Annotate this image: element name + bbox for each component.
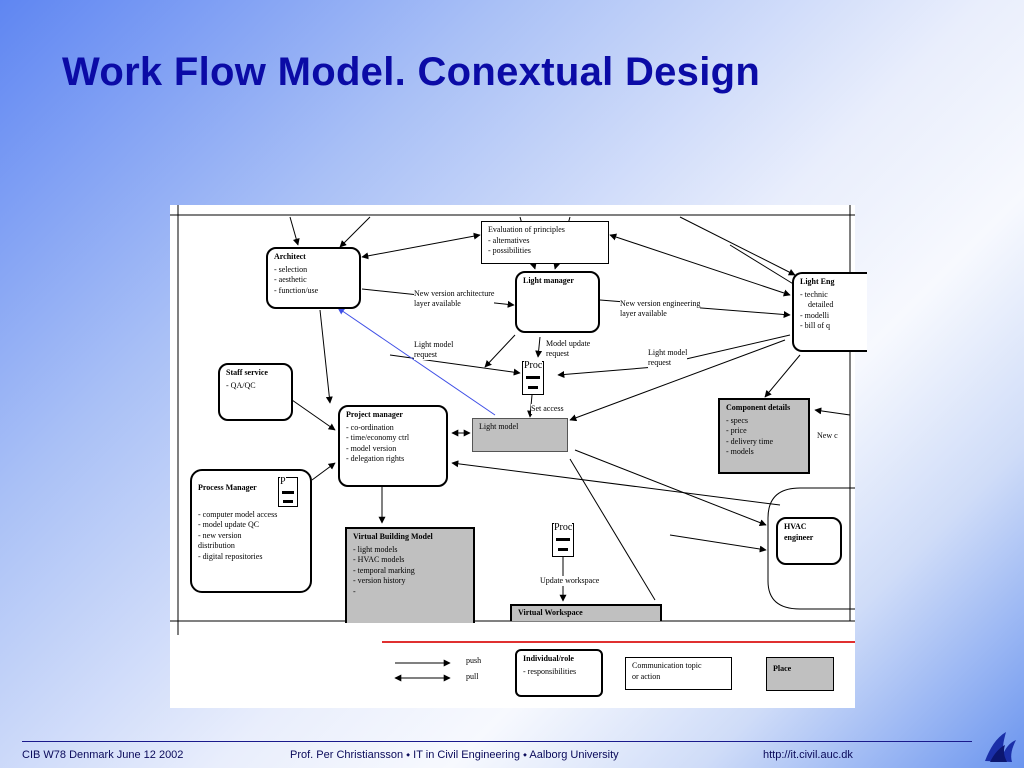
staff-service-title: Staff service <box>226 368 268 377</box>
process-manager-title: Process Manager <box>198 483 257 492</box>
architect-item: - aesthetic <box>274 275 307 284</box>
light-engineer-box: Light Eng - technic detailed - modelli -… <box>792 272 867 352</box>
virtual-building-model-item: - <box>353 586 356 596</box>
process-manager-item: - digital repositories <box>198 551 263 561</box>
legend-place-label: Place <box>773 664 792 673</box>
light-engineer-item: - bill of q <box>800 321 830 330</box>
virtual-building-model-item: - HVAC models <box>353 555 405 564</box>
label-line: request <box>546 349 570 358</box>
legend-individual-role: Individual/role - responsibilities <box>515 649 603 697</box>
legend-communication-topic: Communication topic or action <box>625 657 732 690</box>
light-manager-box: Light manager <box>515 271 600 333</box>
project-manager-box: Project manager - co-ordination - time/e… <box>338 405 448 487</box>
project-manager-item: - model version <box>346 443 397 453</box>
light-engineer-title: Light Eng <box>800 277 835 286</box>
label-line: request <box>414 350 438 359</box>
label-light-model-request: Light model request <box>414 340 454 360</box>
staff-service-item: - QA/QC <box>226 380 256 390</box>
label-line: Model update <box>546 339 591 348</box>
light-model-place: Light model <box>472 418 568 452</box>
project-manager-item: - time/economy ctrl <box>346 433 410 442</box>
architect-item: - selection <box>274 264 308 274</box>
project-manager-item: - co-ordination <box>346 422 394 432</box>
label-line: Light model <box>414 340 454 349</box>
diagram-connectors <box>170 205 855 682</box>
label-line: layer available <box>620 309 667 318</box>
legend-individual-title: Individual/role <box>523 654 574 663</box>
label-line: request <box>648 358 672 367</box>
legend-topic-line: Communication topic <box>632 661 702 670</box>
legend-pull-label: pull <box>466 672 479 681</box>
architect-item: - function/use <box>274 285 319 295</box>
label-new-version-arch: New version architecture layer available <box>414 289 495 309</box>
evaluation-of-principles: Evaluation of principles - alternatives … <box>481 221 609 264</box>
process-manager-item: - model update QC <box>198 520 260 529</box>
virtual-building-model-place: Virtual Building Model - light models - … <box>345 527 475 623</box>
project-manager-title: Project manager <box>346 410 403 419</box>
process-manager-item: - new version <box>198 530 242 540</box>
light-engineer-item: - modelli <box>800 310 830 320</box>
legend-individual-item: - responsibilities <box>523 666 577 676</box>
light-model-title: Light model <box>479 422 519 431</box>
hvac-engineer-box: HVAC engineer <box>776 517 842 565</box>
project-manager-item: - delegation rights <box>346 454 405 463</box>
label-line: layer available <box>414 299 461 308</box>
legend-topic-line: or action <box>632 671 661 681</box>
virtual-building-model-item: - light models <box>353 544 398 554</box>
evaluation-item: - possibilities <box>488 246 531 255</box>
virtual-building-model-item: - version history <box>353 576 406 585</box>
component-details-item: - delivery time <box>726 436 774 446</box>
label-new-version-eng: New version engineering layer available <box>620 299 701 319</box>
label-update-workspace: Update workspace <box>540 576 600 586</box>
component-details-title: Component details <box>726 403 791 412</box>
label-set-access: Set access <box>531 404 564 414</box>
legend-place: Place <box>766 657 834 691</box>
light-engineer-item: detailed <box>808 300 834 309</box>
label-model-update-request: Model update request <box>546 339 591 359</box>
architect-box: Architect - selection - aesthetic - func… <box>266 247 361 309</box>
footer-url: http://it.civil.auc.dk <box>763 749 853 761</box>
evaluation-title: Evaluation of principles <box>488 225 565 234</box>
staff-service-box: Staff service - QA/QC <box>218 363 293 421</box>
virtual-building-model-title: Virtual Building Model <box>353 532 433 541</box>
footer-author: Prof. Per Christiansson ⬩ IT in Civil En… <box>290 749 619 761</box>
component-details-item: - price <box>726 426 747 435</box>
proc-label: Proc <box>524 360 543 372</box>
university-logo-icon <box>985 732 1016 762</box>
footer-divider <box>22 741 972 742</box>
label-line: New version architecture <box>414 289 495 298</box>
process-icon: Proc <box>522 360 544 395</box>
process-icon-letter: P <box>280 476 286 488</box>
virtual-building-model-item: - temporal marking <box>353 565 415 575</box>
label-line: New version engineering <box>620 299 701 308</box>
process-icon: Proc <box>552 522 574 557</box>
light-engineer-item: - technic <box>800 289 828 299</box>
light-manager-title: Light manager <box>523 276 574 285</box>
virtual-workspace-title: Virtual Workspace <box>518 608 583 617</box>
virtual-workspace-place: Virtual Workspace <box>510 604 662 621</box>
component-details-item: - models <box>726 447 754 456</box>
slide-title: Work Flow Model. Conextual Design <box>62 50 761 94</box>
component-details-place: Component details - specs - price - deli… <box>718 398 810 474</box>
label-new-c: New c <box>817 431 838 441</box>
evaluation-item: - alternatives <box>488 235 530 245</box>
process-manager-item: - computer model access <box>198 509 278 519</box>
process-manager-item: distribution <box>198 541 235 550</box>
label-line: Light model <box>648 348 688 357</box>
hvac-engineer-title: HVAC engineer <box>784 522 814 542</box>
component-details-item: - specs <box>726 415 748 425</box>
process-icon: P <box>278 476 298 507</box>
footer-conference: CIB W78 Denmark June 12 2002 <box>22 749 184 761</box>
architect-title: Architect <box>274 252 306 261</box>
proc-label: Proc <box>554 522 573 534</box>
legend-push-label: push <box>466 656 482 665</box>
label-light-model-request: Light model request <box>648 348 688 368</box>
workflow-diagram: Evaluation of principles - alternatives … <box>170 205 867 708</box>
